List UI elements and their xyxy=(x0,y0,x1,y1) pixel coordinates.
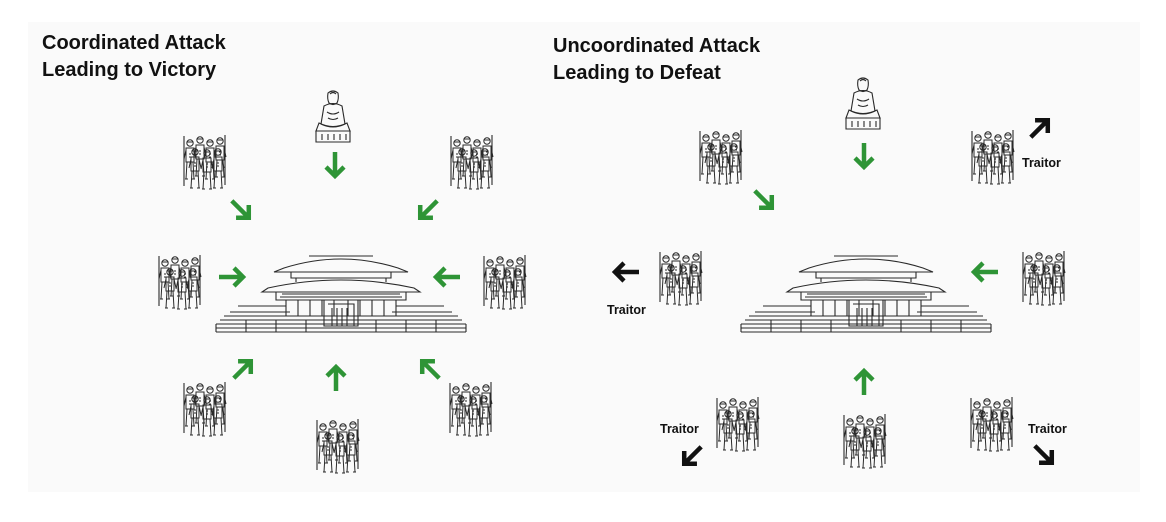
right-panel-title: Uncoordinated Attack Leading to Defeat xyxy=(553,33,760,87)
soldiers-icon xyxy=(184,135,226,189)
soldiers-icon xyxy=(1023,251,1065,305)
soldiers-icon xyxy=(484,255,526,309)
soldiers-icon xyxy=(971,397,1013,451)
right-panel: Traitor Traitor Traitor Traitor xyxy=(607,77,1067,470)
palace-icon xyxy=(740,255,992,333)
down-arrow-icon xyxy=(855,143,873,167)
soldiers-icon xyxy=(660,251,702,305)
left-title-line1: Coordinated Attack xyxy=(42,32,226,54)
soldiers-icon xyxy=(184,382,226,436)
up-right-arrow-icon xyxy=(227,355,257,385)
up-arrow-icon xyxy=(327,367,345,391)
right-title-line1: Uncoordinated Attack xyxy=(553,35,761,57)
left-panel-title: Coordinated Attack Leading to Victory xyxy=(42,30,226,84)
left-panel xyxy=(159,90,526,473)
down-right-arrow-icon xyxy=(225,194,255,224)
down-arrow-icon xyxy=(326,152,344,176)
traitor-up-right-arrow-icon xyxy=(1024,114,1054,144)
left-title-line2: Leading to Victory xyxy=(42,59,217,81)
traitor-label: Traitor xyxy=(660,422,699,436)
palace-icon xyxy=(215,255,467,333)
general-icon xyxy=(315,90,351,143)
left-arrow-icon xyxy=(974,263,998,281)
down-right-arrow-icon xyxy=(748,184,778,214)
general-icon xyxy=(845,77,881,130)
traitor-label: Traitor xyxy=(1022,156,1061,170)
traitor-down-left-arrow-icon xyxy=(678,440,708,470)
up-arrow-icon xyxy=(855,371,873,395)
soldiers-icon xyxy=(844,414,886,468)
left-arrow-icon xyxy=(436,268,460,286)
soldiers-icon xyxy=(717,397,759,451)
soldiers-icon xyxy=(317,419,359,473)
right-arrow-icon xyxy=(219,268,243,286)
traitor-down-right-arrow-icon xyxy=(1028,439,1058,469)
traitor-label: Traitor xyxy=(607,303,646,317)
soldiers-icon xyxy=(700,130,742,184)
soldiers-icon xyxy=(451,135,493,189)
soldiers-icon xyxy=(159,255,201,309)
soldiers-icon xyxy=(450,382,492,436)
down-left-arrow-icon xyxy=(414,194,444,224)
right-title-line2: Leading to Defeat xyxy=(553,62,721,84)
up-left-arrow-icon xyxy=(416,355,446,385)
traitor-label: Traitor xyxy=(1028,422,1067,436)
soldiers-icon xyxy=(972,130,1014,184)
traitor-left-arrow-icon xyxy=(615,263,639,281)
